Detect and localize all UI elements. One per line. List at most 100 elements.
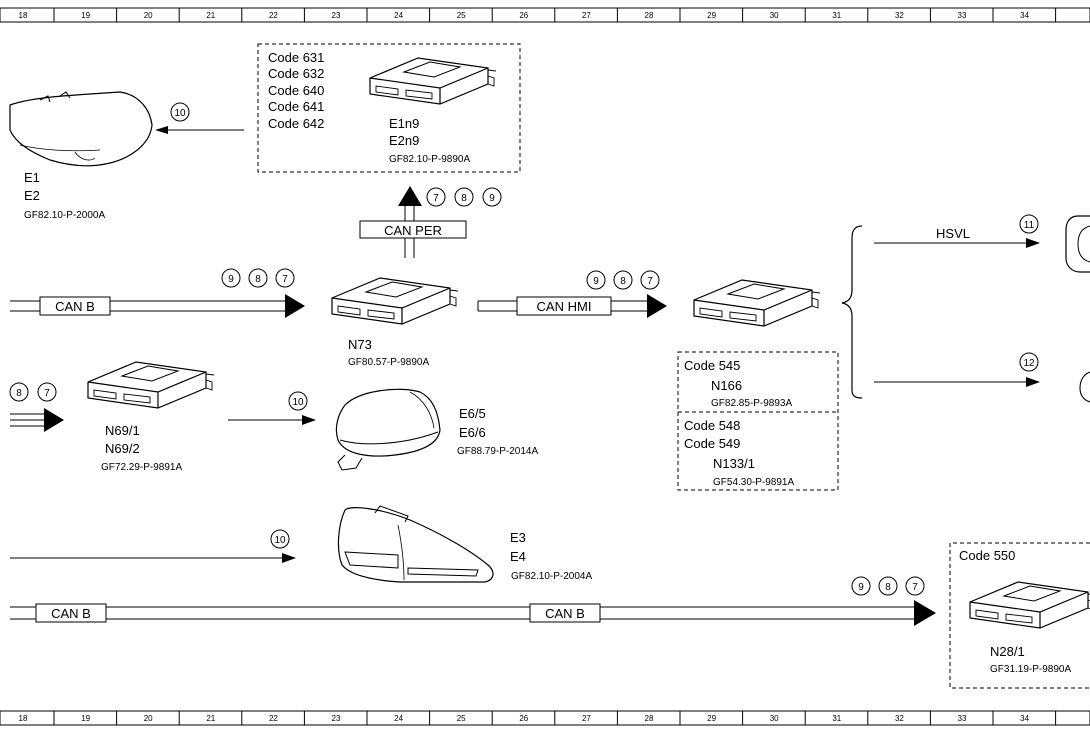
ruler-column-label: 25 (457, 11, 466, 20)
signal-hmi-2: 8 (620, 276, 626, 287)
ruler-column-label: 19 (81, 714, 90, 723)
bus-can-hmi: CAN HMI (537, 299, 592, 314)
signal-hsvl: 11 (1024, 220, 1035, 231)
code-640: Code 640 (268, 83, 324, 98)
ruler-column-label: 26 (519, 714, 528, 723)
ruler-column-label: 22 (269, 11, 278, 20)
ruler-column-label: 23 (332, 714, 341, 723)
ruler-column-label: 31 (832, 11, 841, 20)
headlamp-icon (9, 91, 153, 167)
device-icon-partial (1079, 371, 1090, 403)
headlamp-ref: GF82.10-P-2000A (24, 210, 105, 221)
ruler-column-label: 32 (895, 714, 904, 723)
signal-bottom-2: 8 (885, 582, 891, 593)
ruler-column-label: 20 (144, 11, 153, 20)
ruler-column-label: 31 (832, 714, 841, 723)
signal-up-2: 8 (461, 193, 467, 204)
n166-n133-box (677, 351, 839, 491)
n28-ref: GF31.19-P-9890A (990, 664, 1071, 675)
signal-bottom-3: 7 (912, 582, 918, 593)
code-641: Code 641 (268, 99, 324, 114)
bus-hsvl: HSVL (936, 226, 970, 241)
headlamp-module-ref: GF82.10-P-9890A (389, 154, 470, 165)
taillamp-label-2: E4 (510, 549, 526, 564)
n69-ecu-icon (87, 361, 215, 409)
code-642: Code 642 (268, 116, 324, 131)
ruler-column-label: 23 (332, 11, 341, 20)
signal-canb-1: 9 (228, 274, 234, 285)
n28-ecu-icon (969, 581, 1090, 629)
ruler-column-label: 30 (770, 714, 779, 723)
signal-hmi-3: 7 (647, 276, 653, 287)
bus-can-b-bottom-2: CAN B (545, 606, 585, 621)
ruler-column-label: 34 (1020, 11, 1029, 20)
signal-up-1: 7 (433, 193, 439, 204)
signal-headlamp: 10 (174, 108, 186, 119)
ruler-column-label: 21 (206, 11, 215, 20)
bus-can-b-top: CAN B (55, 299, 95, 314)
code-631: Code 631 (268, 50, 324, 65)
ruler-top: 18 19 20 21 22 23 24 25 26 27 28 29 30 31 32 33 34 (0, 7, 1090, 23)
signal-hmi-1: 9 (593, 276, 599, 287)
ruler-column-label: 18 (19, 11, 28, 20)
signal-canb-3: 7 (282, 274, 288, 285)
code-632: Code 632 (268, 66, 324, 81)
taillamp-icon (337, 505, 494, 583)
n73-ref: GF80.57-P-9890A (348, 357, 429, 368)
signal-mirror: 10 (292, 397, 304, 408)
ruler-column-label: 27 (582, 11, 591, 20)
ruler-column-label: 30 (770, 11, 779, 20)
ruler-column-label: 28 (645, 11, 654, 20)
mirror-label-2: E6/6 (459, 425, 486, 440)
headlamp-label-1: E1 (24, 170, 40, 185)
ruler-column-label: 29 (707, 714, 716, 723)
left-mid-arrow (10, 408, 64, 432)
mirror-ref: GF88.79-P-2014A (457, 446, 538, 457)
ruler-column-label: 19 (81, 11, 90, 20)
headlamp-module-label-2: E2n9 (389, 133, 419, 148)
signal-leftmid-2: 7 (44, 388, 50, 399)
mirror-icon (335, 388, 441, 471)
ruler-column-label: 33 (958, 11, 967, 20)
ruler-column-label: 28 (645, 714, 654, 723)
display-icon-partial (1065, 215, 1090, 273)
ruler-column-label: 26 (519, 11, 528, 20)
n69-label-1: N69/1 (105, 423, 140, 438)
n28-code: Code 550 (959, 548, 1015, 563)
ruler-column-label: 18 (19, 714, 28, 723)
mirror-label-1: E6/5 (459, 406, 486, 421)
n73-label: N73 (348, 337, 372, 352)
n69-ref: GF72.29-P-9891A (101, 462, 182, 473)
n69-label-2: N69/2 (105, 441, 140, 456)
n166-label: N166 (711, 378, 742, 393)
taillamp-label-1: E3 (510, 530, 526, 545)
can-b-bottom-arrow (10, 600, 936, 626)
ruler-column-label: 33 (958, 714, 967, 723)
headlamp-module-ecu-icon (369, 57, 497, 105)
signal-bottom-1: 9 (858, 582, 864, 593)
brace (841, 225, 863, 399)
n133-code-2: Code 549 (684, 436, 740, 451)
ruler-column-label: 24 (394, 11, 403, 20)
hmi-ecu-icon (693, 279, 821, 327)
ruler-column-label: 24 (394, 714, 403, 723)
signal-up-3: 9 (489, 193, 495, 204)
headlamp-label-2: E2 (24, 188, 40, 203)
ruler-column-label: 34 (1020, 714, 1029, 723)
ruler-column-label: 22 (269, 714, 278, 723)
signal-leftmid-1: 8 (16, 388, 22, 399)
bus-can-b-bottom-1: CAN B (51, 606, 91, 621)
ruler-column-label: 20 (144, 714, 153, 723)
bus-can-per: CAN PER (384, 223, 442, 238)
signal-canb-2: 8 (255, 274, 261, 285)
ruler-column-label: 32 (895, 11, 904, 20)
ruler-column-label: 29 (707, 11, 716, 20)
ruler-column-label: 25 (457, 714, 466, 723)
n28-box (949, 542, 1090, 689)
n166-code: Code 545 (684, 358, 740, 373)
signal-taillamp: 10 (274, 535, 286, 546)
n133-ref: GF54.30-P-9891A (713, 477, 794, 488)
ruler-column-label: 21 (206, 714, 215, 723)
